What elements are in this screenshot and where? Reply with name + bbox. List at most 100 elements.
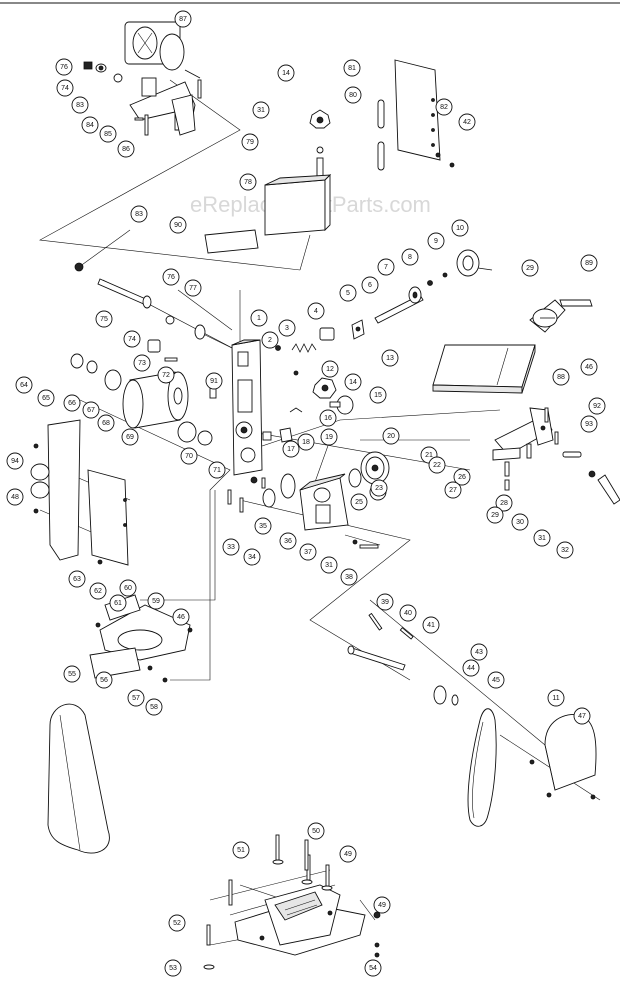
callout-circle: [239, 173, 257, 191]
callout-79: 79: [241, 133, 259, 151]
callout-number: 74: [61, 85, 69, 92]
callout-45: 45: [487, 671, 505, 689]
callout-circle: [343, 59, 361, 77]
callout-circle: [580, 358, 598, 376]
callout-circle: [147, 592, 165, 610]
callout-2: 2: [261, 331, 279, 349]
callout-63: 63: [68, 570, 86, 588]
callout-circle: [556, 541, 574, 559]
gear-24: [348, 468, 362, 488]
callout-46: 46: [172, 608, 190, 626]
callout-56: 56: [95, 671, 113, 689]
callout-circle: [487, 671, 505, 689]
bushing-4: [319, 327, 335, 341]
callout-61: 61: [109, 594, 127, 612]
side-guard-65: [30, 419, 81, 561]
callout-number: 37: [304, 549, 312, 556]
callout-circle: [180, 447, 198, 465]
callout-number: 10: [456, 225, 464, 232]
callout-number: 8: [408, 254, 412, 261]
callout-91: 91: [205, 372, 223, 390]
callout-number: 14: [282, 70, 290, 77]
callout-circle: [444, 481, 462, 499]
callout-circle: [462, 659, 480, 677]
callout-76: 76: [162, 268, 180, 286]
washer-31-top: [316, 146, 324, 154]
collar-76-mid: [165, 315, 175, 325]
callout-circle: [361, 276, 379, 294]
callout-circle: [82, 401, 100, 419]
callout-circle: [364, 959, 382, 977]
callout-70: 70: [180, 447, 198, 465]
callout-number: 32: [561, 547, 569, 554]
callout-69: 69: [121, 428, 139, 446]
callout-number: 76: [60, 64, 68, 71]
callout-circle: [401, 248, 419, 266]
callout-68: 68: [97, 414, 115, 432]
callout-number: 33: [227, 544, 235, 551]
callout-number: 11: [552, 695, 559, 702]
callout-circle: [37, 389, 55, 407]
callout-50: 50: [307, 822, 325, 840]
callout-number: 85: [104, 131, 112, 138]
callout-8: 8: [401, 248, 419, 266]
part-73: [147, 339, 161, 353]
callout-number: 67: [87, 407, 95, 414]
callout-circle: [319, 409, 337, 427]
callout-circle: [133, 354, 151, 372]
callout-circle: [458, 113, 476, 131]
callout-circle: [241, 133, 259, 151]
callout-circle: [172, 608, 190, 626]
callout-number: 49: [378, 902, 386, 909]
callout-37: 37: [299, 543, 317, 561]
callout-number: 47: [578, 713, 586, 720]
callout-circle: [254, 517, 272, 535]
callout-number: 29: [526, 265, 534, 272]
callout-number: 20: [387, 433, 395, 440]
drum-assembly-87: [124, 21, 201, 79]
callout-circle: [344, 373, 362, 391]
bearing-83-mid: [74, 262, 84, 272]
callout-number: 59: [152, 598, 160, 605]
callout-circle: [470, 643, 488, 661]
callout-64: 64: [15, 376, 33, 394]
callout-number: 38: [345, 574, 353, 581]
callout-circle: [63, 665, 81, 683]
bolt-38: [359, 544, 379, 549]
callout-circle: [382, 427, 400, 445]
callout-circle: [261, 331, 279, 349]
callout-74: 74: [56, 79, 74, 97]
callout-circle: [282, 440, 300, 458]
callout-81: 81: [343, 59, 361, 77]
callout-circle: [297, 433, 315, 451]
main-frame-1: [209, 339, 263, 484]
callout-number: 46: [177, 614, 185, 621]
callout-48: 48: [6, 488, 24, 506]
callout-7: 7: [377, 258, 395, 276]
miter-gauge-89: [529, 299, 593, 333]
callout-circle: [250, 309, 268, 327]
callout-18: 18: [297, 433, 315, 451]
callout-number: 9: [434, 238, 438, 245]
callout-circle: [299, 543, 317, 561]
callout-circle: [169, 216, 187, 234]
callout-73: 73: [133, 354, 151, 372]
callout-circle: [56, 79, 74, 97]
pulley-36: [280, 473, 296, 499]
callout-layer: 8776748384858614317978818082428390910298…: [6, 10, 606, 977]
screws-57-58: [95, 559, 193, 683]
callout-38: 38: [340, 568, 358, 586]
knob-15: [329, 395, 354, 415]
callout-42: 42: [458, 113, 476, 131]
spacer-71: [197, 430, 213, 446]
callout-number: 61: [114, 600, 122, 607]
callout-circle: [339, 284, 357, 302]
callout-51: 51: [232, 841, 250, 859]
callout-number: 42: [463, 119, 471, 126]
callout-71: 71: [208, 461, 226, 479]
block-17: [262, 431, 272, 441]
callout-29: 29: [486, 506, 504, 524]
callout-14: 14: [344, 373, 362, 391]
callout-number: 41: [427, 622, 435, 629]
callout-3: 3: [278, 319, 296, 337]
